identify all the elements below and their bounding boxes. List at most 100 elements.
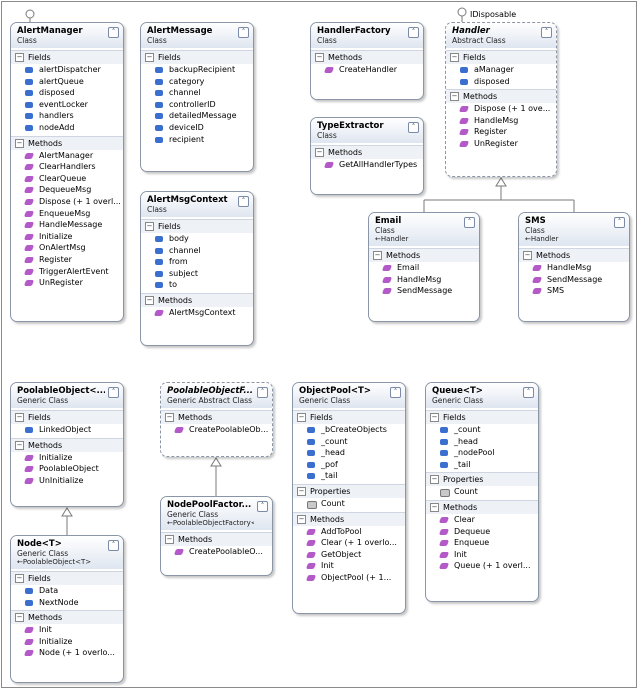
- member-row[interactable]: nodeAdd: [11, 122, 123, 134]
- member-row[interactable]: AddToPool: [293, 526, 405, 538]
- member-row[interactable]: _tail: [426, 459, 538, 471]
- collapse-minus-icon[interactable]: −: [15, 413, 24, 422]
- member-row[interactable]: CreatePoolableOb...: [161, 424, 272, 436]
- class-box-node[interactable]: Node<T>Generic ClassPoolableObject<T>˄−F…: [10, 535, 124, 683]
- class-box-sms[interactable]: SMSClassHandler˄−MethodsHandleMsgSendMes…: [518, 212, 630, 322]
- member-row[interactable]: alertQueue: [11, 76, 123, 88]
- member-row[interactable]: _count: [426, 424, 538, 436]
- collapse-minus-icon[interactable]: −: [165, 413, 174, 422]
- member-row[interactable]: GetAllHandlerTypes: [311, 159, 423, 171]
- member-row[interactable]: to: [141, 279, 253, 291]
- member-row[interactable]: Dequeue: [426, 526, 538, 538]
- section-header[interactable]: −Fields: [426, 410, 538, 424]
- collapse-chevron-icon[interactable]: ˄: [523, 387, 534, 398]
- collapse-chevron-icon[interactable]: ˄: [390, 387, 401, 398]
- member-row[interactable]: SMS: [519, 285, 629, 297]
- collapse-minus-icon[interactable]: −: [373, 251, 382, 260]
- section-header[interactable]: −Methods: [426, 499, 538, 514]
- collapse-minus-icon[interactable]: −: [15, 53, 24, 62]
- section-header[interactable]: −Methods: [11, 610, 123, 625]
- section-header[interactable]: −Methods: [446, 89, 556, 104]
- member-row[interactable]: _pof: [293, 459, 405, 471]
- member-row[interactable]: handlers: [11, 110, 123, 122]
- member-row[interactable]: Initialize: [11, 231, 123, 243]
- collapse-minus-icon[interactable]: −: [523, 251, 532, 260]
- member-row[interactable]: body: [141, 233, 253, 245]
- member-row[interactable]: controllerID: [141, 99, 253, 111]
- member-row[interactable]: _nodePool: [426, 447, 538, 459]
- member-row[interactable]: Dispose (+ 1 ove...: [446, 103, 556, 115]
- member-row[interactable]: _count: [293, 436, 405, 448]
- member-row[interactable]: disposed: [446, 76, 556, 88]
- collapse-chevron-icon[interactable]: ˄: [408, 27, 419, 38]
- class-box-email[interactable]: EmailClassHandler˄−MethodsEmailHandleMsg…: [368, 212, 480, 322]
- member-row[interactable]: LinkedObject: [11, 424, 123, 436]
- member-row[interactable]: CreatePoolableO...: [161, 546, 272, 558]
- member-row[interactable]: ObjectPool (+ 1...: [293, 572, 405, 584]
- member-row[interactable]: SendMessage: [519, 274, 629, 286]
- section-header[interactable]: −Fields: [293, 410, 405, 424]
- collapse-minus-icon[interactable]: −: [430, 475, 439, 485]
- member-row[interactable]: channel: [141, 87, 253, 99]
- member-row[interactable]: subject: [141, 268, 253, 280]
- member-row[interactable]: Initialize: [11, 636, 123, 648]
- section-header[interactable]: −Methods: [11, 135, 123, 150]
- member-row[interactable]: aManager: [446, 64, 556, 76]
- member-row[interactable]: Count: [426, 486, 538, 498]
- collapse-chevron-icon[interactable]: ˄: [541, 27, 552, 38]
- class-box-poolableobjectfactory[interactable]: PoolableObjectF...Generic Abstract Class…: [160, 382, 273, 457]
- member-row[interactable]: ClearQueue: [11, 173, 123, 185]
- collapse-chevron-icon[interactable]: ˄: [257, 501, 268, 512]
- member-row[interactable]: HandleMessage: [11, 219, 123, 231]
- collapse-minus-icon[interactable]: −: [450, 92, 459, 102]
- collapse-minus-icon[interactable]: −: [297, 514, 306, 524]
- member-row[interactable]: Queue (+ 1 overl...: [426, 560, 538, 572]
- section-header[interactable]: −Methods: [311, 145, 423, 159]
- collapse-minus-icon[interactable]: −: [450, 53, 459, 62]
- member-row[interactable]: Initialize: [11, 452, 123, 464]
- member-row[interactable]: UnInitialize: [11, 475, 123, 487]
- member-row[interactable]: detailedMessage: [141, 110, 253, 122]
- collapse-chevron-icon[interactable]: ˄: [408, 122, 419, 133]
- member-row[interactable]: OnAlertMsg: [11, 242, 123, 254]
- collapse-minus-icon[interactable]: −: [145, 295, 154, 305]
- collapse-minus-icon[interactable]: −: [145, 222, 154, 231]
- collapse-minus-icon[interactable]: −: [297, 486, 306, 496]
- collapse-minus-icon[interactable]: −: [15, 440, 24, 450]
- member-row[interactable]: Clear: [426, 514, 538, 526]
- member-row[interactable]: Register: [446, 126, 556, 138]
- member-row[interactable]: alertDispatcher: [11, 64, 123, 76]
- member-row[interactable]: Email: [369, 262, 479, 274]
- member-row[interactable]: Dispose (+ 1 overl...: [11, 196, 123, 208]
- member-row[interactable]: Node (+ 1 overlo...: [11, 647, 123, 659]
- member-row[interactable]: DequeueMsg: [11, 184, 123, 196]
- collapse-minus-icon[interactable]: −: [315, 148, 324, 157]
- member-row[interactable]: _bCreateObjects: [293, 424, 405, 436]
- member-row[interactable]: HandleMsg: [446, 115, 556, 127]
- member-row[interactable]: Register: [11, 254, 123, 266]
- member-row[interactable]: TriggerAlertEvent: [11, 266, 123, 278]
- member-row[interactable]: Clear (+ 1 overlo...: [293, 537, 405, 549]
- section-header[interactable]: −Fields: [11, 410, 123, 424]
- member-row[interactable]: _head: [293, 447, 405, 459]
- member-row[interactable]: _head: [426, 436, 538, 448]
- collapse-chevron-icon[interactable]: ˄: [238, 196, 249, 207]
- collapse-chevron-icon[interactable]: ˄: [257, 387, 268, 398]
- section-header[interactable]: −Fields: [11, 571, 123, 585]
- member-row[interactable]: deviceID: [141, 122, 253, 134]
- section-header[interactable]: −Methods: [311, 50, 423, 64]
- member-row[interactable]: ClearHandlers: [11, 161, 123, 173]
- member-row[interactable]: Init: [426, 549, 538, 561]
- collapse-chevron-icon[interactable]: ˄: [108, 540, 119, 551]
- collapse-minus-icon[interactable]: −: [15, 613, 24, 623]
- member-row[interactable]: EnqueueMsg: [11, 208, 123, 220]
- member-row[interactable]: PoolableObject: [11, 463, 123, 475]
- collapse-minus-icon[interactable]: −: [430, 502, 439, 512]
- member-row[interactable]: Init: [11, 624, 123, 636]
- collapse-minus-icon[interactable]: −: [145, 53, 154, 62]
- member-row[interactable]: _tail: [293, 470, 405, 482]
